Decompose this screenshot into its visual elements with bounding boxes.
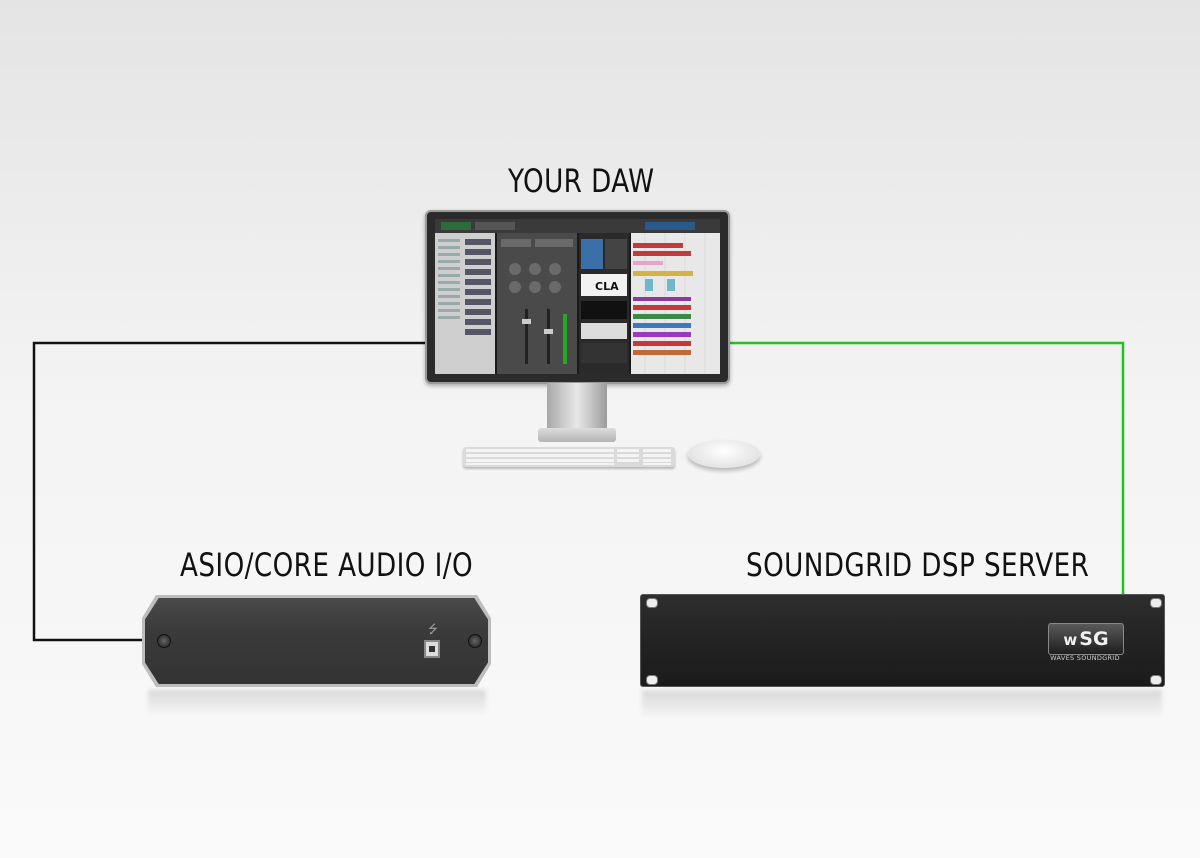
daw-screen: CLA [435, 219, 720, 374]
rack-hole-bottom-left [646, 675, 658, 685]
cla-plugin-label: CLA [595, 280, 619, 293]
rack-hole-bottom-right [1150, 675, 1162, 685]
daw-label: YOUR DAW [508, 162, 655, 200]
screw-left [157, 634, 171, 648]
usb-icon: ⭍ [428, 622, 438, 636]
soundgrid-caption: WAVES SOUNDGRID [1050, 654, 1120, 662]
dsp-server-reflection [642, 690, 1162, 720]
keyboard-keys [466, 449, 671, 465]
daw-screen-illustration: CLA [435, 219, 720, 374]
audio-io-reflection [148, 690, 486, 716]
monitor-stand [547, 383, 607, 431]
rack-hole-top-left [646, 598, 658, 608]
usb-port [424, 640, 440, 658]
sg-logo-text: SG [1079, 628, 1109, 650]
cable-daw-to-audio-io [32, 341, 427, 642]
cable-daw-to-dsp-server [728, 341, 1125, 596]
monitor-stand-base [538, 428, 616, 442]
keyboard [463, 447, 675, 467]
audio-io-label: ASIO/CORE AUDIO I/O [180, 546, 474, 584]
mouse [688, 440, 760, 468]
rack-hole-top-right [1150, 598, 1162, 608]
daw-monitor: CLA [425, 210, 730, 384]
w-logo-icon: w [1063, 631, 1078, 649]
dsp-server-label: SOUNDGRID DSP SERVER [746, 546, 1090, 584]
screw-right [468, 634, 482, 648]
